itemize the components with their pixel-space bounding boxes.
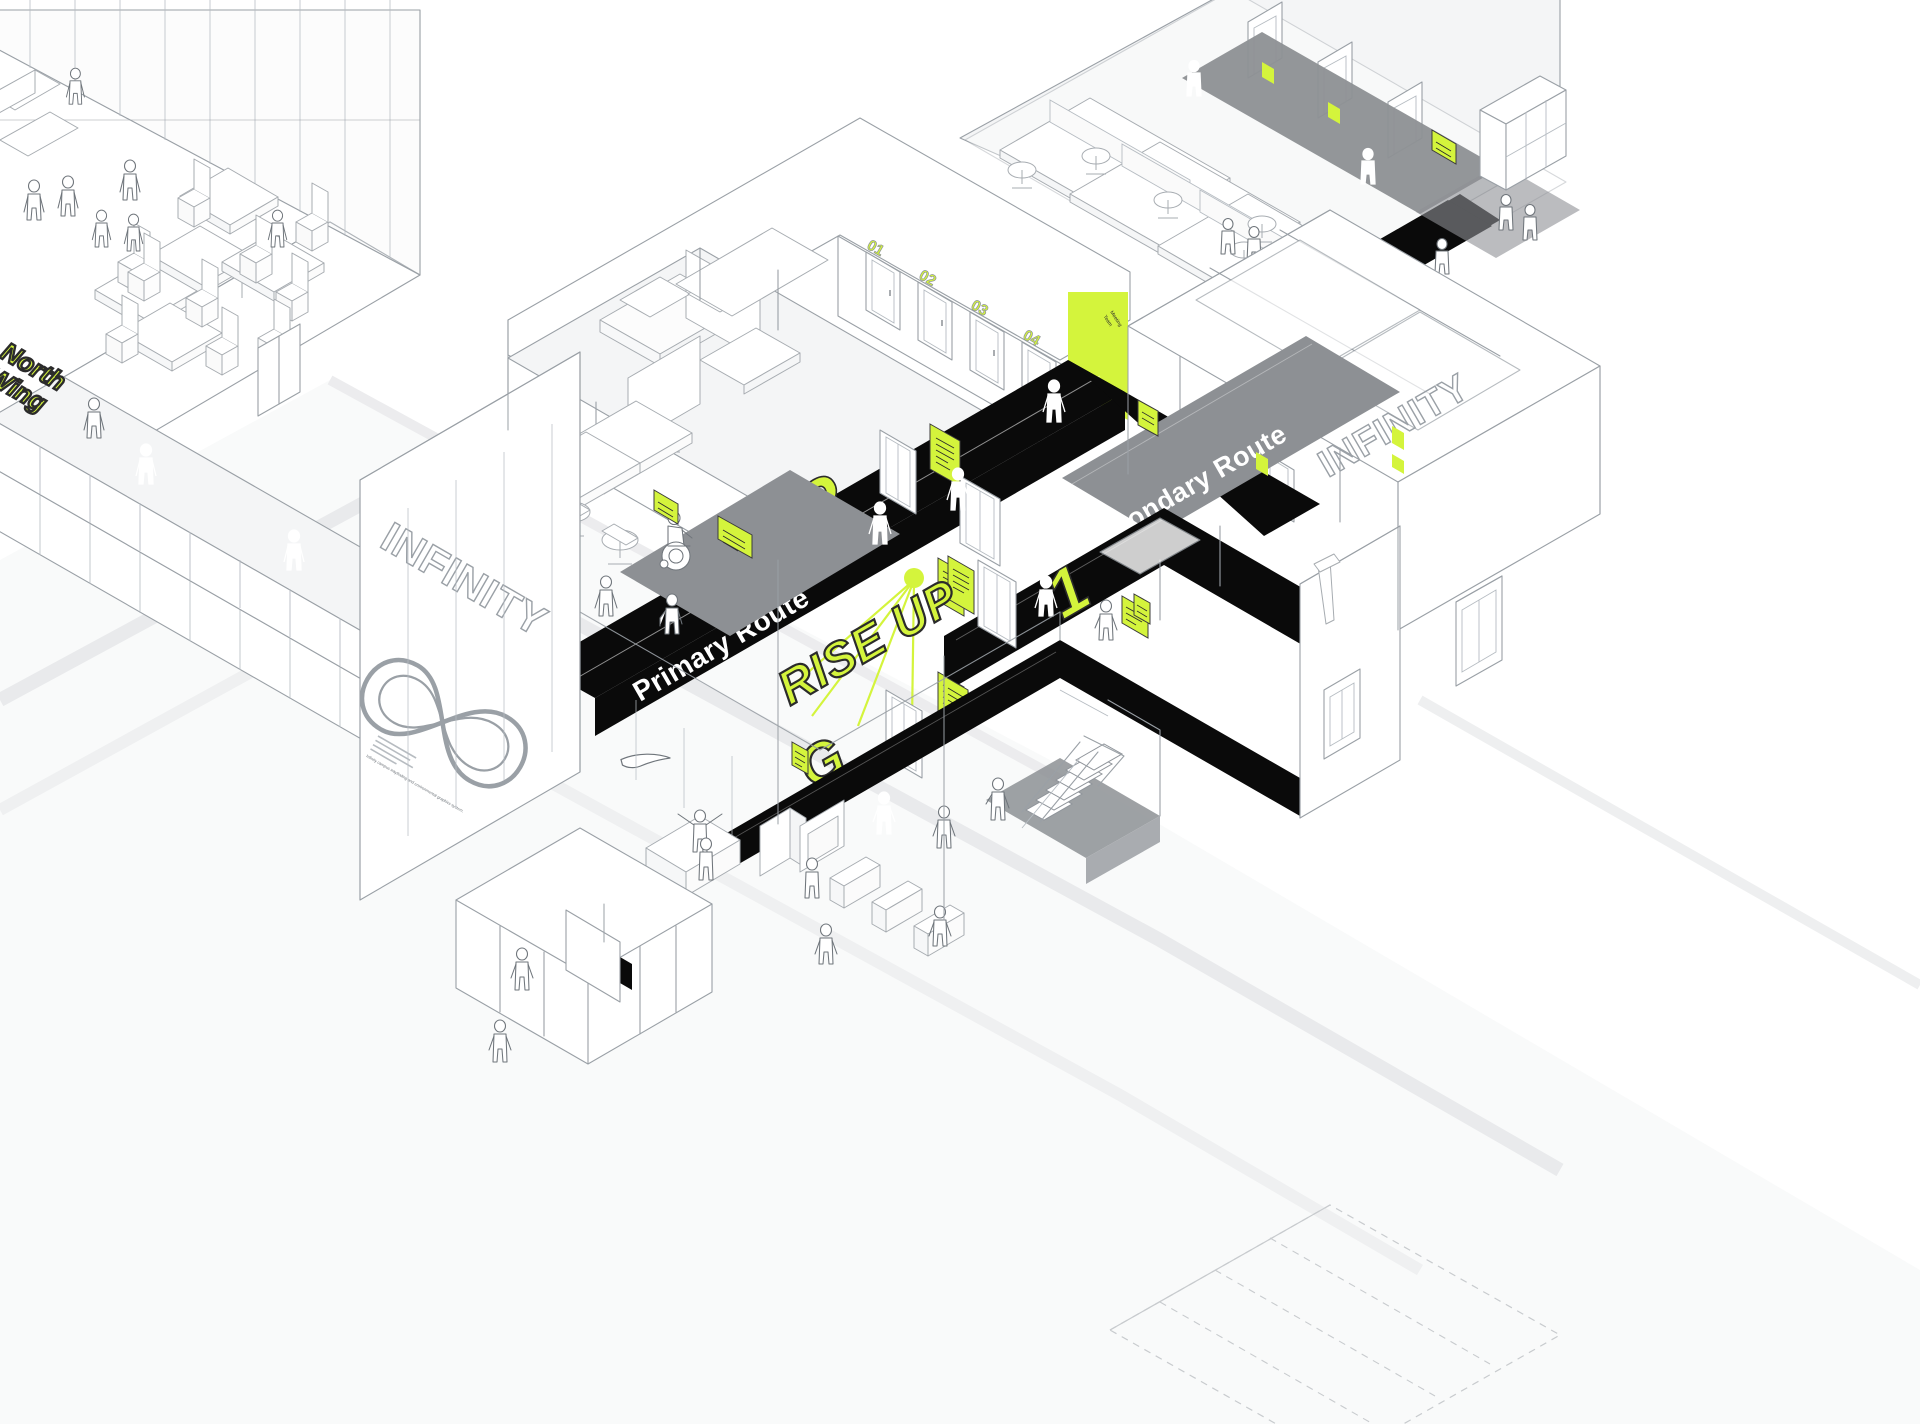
door-number-01: 01 — [864, 237, 887, 260]
people-cafeteria — [23, 67, 288, 252]
door-number-03: 03 — [968, 297, 991, 320]
front-block-side — [300, 446, 360, 900]
rise-up-burst-lines — [789, 579, 916, 727]
person-service-core — [510, 947, 534, 991]
wall-sign-left-a — [717, 515, 753, 559]
zone-north-wing-corridor — [0, 375, 471, 761]
plaza-doors-right — [1455, 575, 1503, 687]
facade-mullions — [407, 424, 733, 836]
wall-sign-office-right — [1431, 129, 1457, 165]
wall-sign-right-d — [1137, 399, 1159, 437]
wall-sign-right-b — [1392, 454, 1404, 474]
route-secondary — [1062, 336, 1400, 534]
people-level2 — [594, 379, 1066, 635]
zone-ground-wall — [789, 568, 924, 727]
door-number-02: 02 — [916, 267, 939, 290]
cafeteria-furniture — [94, 158, 329, 376]
plaza-paving-dashed — [1108, 1204, 1562, 1424]
wall-sign-office-b — [1328, 102, 1340, 124]
wall-sign-l1-a — [947, 555, 975, 615]
person-plaza-1 — [488, 1019, 512, 1063]
zone-service-core — [455, 827, 713, 1065]
zone-atrium-stair — [986, 689, 1161, 884]
swoosh-icon — [620, 753, 671, 769]
infinity-loop-logo — [359, 657, 528, 789]
sign-north-wing: North Wing — [0, 335, 72, 419]
lockers — [1479, 75, 1567, 191]
wall-sign-right-c — [1256, 452, 1268, 476]
zone-lift-lobby-l2 — [879, 423, 1001, 731]
rise-up-burst-dot — [904, 568, 924, 588]
structure-edges — [359, 319, 1601, 943]
wall-sign-office-a — [1262, 62, 1274, 84]
zone-level1-rooms — [1099, 517, 1221, 621]
plaza-umbrella — [1313, 553, 1341, 625]
door-numbers: 01 02 03 04 — [864, 236, 1044, 350]
green-panel-label-2: Team — [1102, 314, 1114, 328]
wall-sign-right-e — [1133, 593, 1151, 625]
corridor-floor-l2 — [620, 470, 900, 636]
wall-sign-right-a — [1392, 426, 1404, 450]
cafeteria-exterior-doors — [257, 323, 301, 417]
wall-sign-left-b — [653, 489, 679, 525]
wall-sign-ground-a — [791, 741, 809, 775]
people-north-corridor — [83, 397, 305, 571]
